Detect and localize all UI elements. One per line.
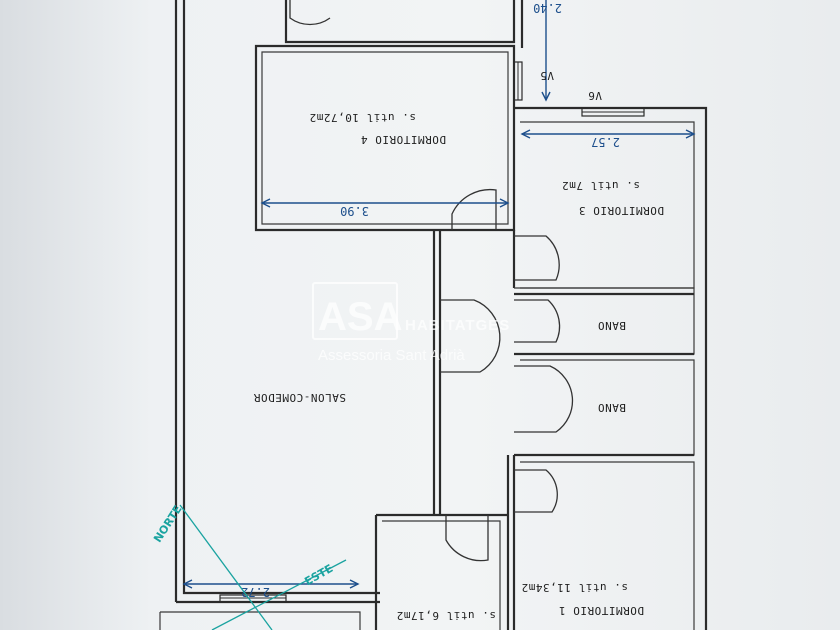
bano-2-name: BANO	[598, 401, 627, 414]
small-room-area: s. util 6,17m2	[396, 609, 496, 622]
watermark-tagline: Assessoria Sant Adrià	[318, 347, 465, 364]
watermark-brand: ASA	[318, 295, 402, 339]
dim-3-90: 3.90	[340, 204, 369, 218]
watermark: ASA HABITATGES Assessoria Sant Adrià	[312, 282, 510, 364]
windows	[219, 61, 645, 603]
dim-2-57: 2.57	[591, 135, 620, 149]
dim-2-72: 2.72	[241, 585, 270, 599]
dormitorio-4-area: s. util 10,72m2	[309, 111, 416, 124]
dormitorio-1-area: s. util 11,34m2	[521, 581, 628, 594]
compass-north-label: NORTE	[151, 503, 185, 545]
window-label-v6: V6	[588, 89, 602, 102]
dormitorio-1-name: DORMITORIO 1	[559, 604, 644, 617]
bano-1-name: BANO	[598, 319, 627, 332]
walls	[159, 0, 708, 630]
dormitorio-3-area: s. util 7m2	[562, 179, 640, 192]
dimension-lines: 3.90 2.57 2.72 2.40	[182, 0, 696, 599]
compass: NORTE ESTE	[151, 503, 347, 630]
dim-2-40: 2.40	[533, 1, 562, 15]
dormitorio-3-name: DORMITORIO 3	[579, 204, 664, 217]
window-label-v5: V5	[540, 69, 554, 82]
watermark-sub: HABITATGES	[405, 317, 510, 334]
doors	[289, 0, 574, 562]
room-labels: DORMITORIO 4 s. util 10,72m2 DORMITORIO …	[253, 111, 664, 622]
dormitorio-4-name: DORMITORIO 4	[361, 133, 446, 146]
salon-comedor-name: SALON-COMEDOR	[253, 391, 346, 404]
watermark-logo-box	[312, 282, 398, 340]
